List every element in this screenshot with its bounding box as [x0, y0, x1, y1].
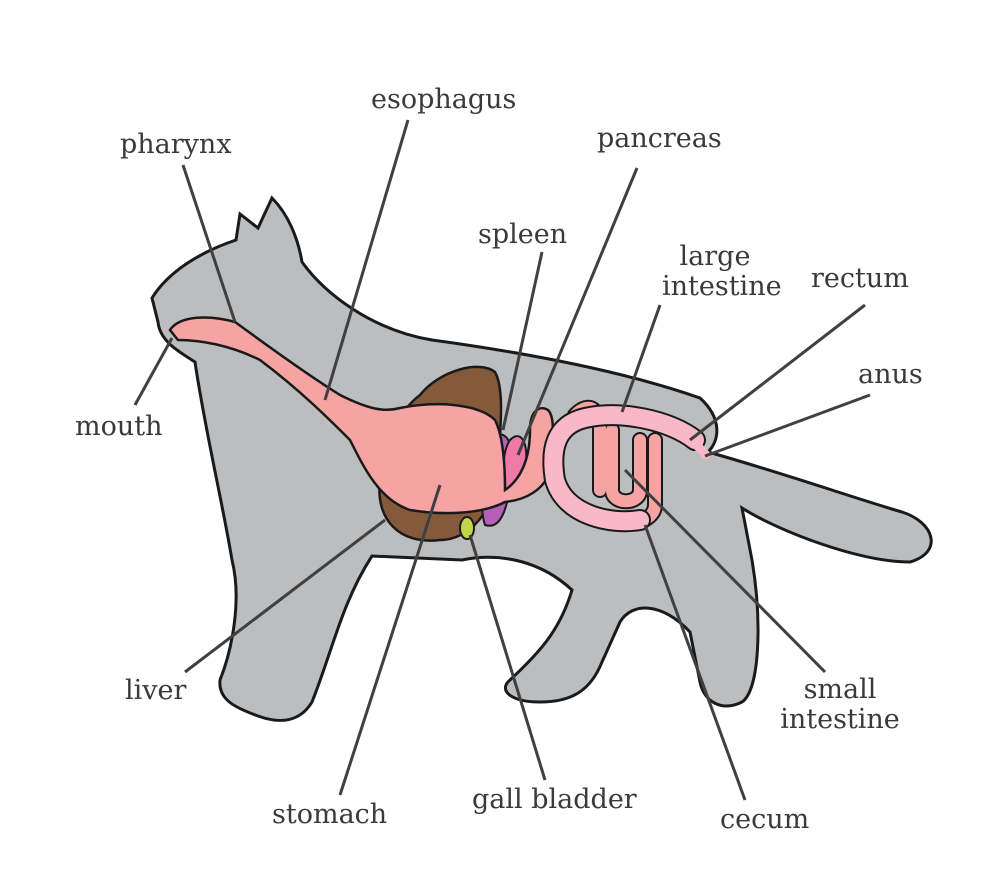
label-large-intestine-line1: large — [679, 241, 751, 272]
rectum-organ — [685, 433, 711, 460]
leader-liver — [184, 518, 386, 674]
label-mouth: mouth — [75, 411, 163, 442]
leader-large-intestine — [620, 304, 662, 413]
label-pharynx: pharynx — [120, 129, 232, 160]
label-esophagus: esophagus — [371, 84, 517, 115]
leader-spleen — [501, 251, 544, 431]
label-small-intestine: small intestine — [773, 675, 907, 735]
leader-mouth — [133, 337, 174, 406]
gall-bladder-organ — [459, 516, 475, 540]
leader-lines — [133, 119, 871, 801]
leader-anus — [704, 393, 871, 458]
label-large-intestine: large intestine — [662, 241, 782, 302]
leader-pharynx — [181, 164, 237, 323]
leader-esophagus — [323, 119, 410, 401]
label-pancreas: pancreas — [597, 123, 722, 154]
leader-rectum — [689, 303, 866, 442]
leader-gall-bladder — [468, 534, 547, 781]
label-rectum: rectum — [811, 263, 909, 294]
label-small-intestine-line2: intestine — [780, 704, 900, 735]
label-stomach: stomach — [272, 799, 388, 830]
label-spleen: spleen — [478, 219, 568, 250]
label-gall-bladder: gall bladder — [472, 784, 637, 815]
leader-pancreas — [516, 167, 639, 456]
label-small-intestine-line1: small — [803, 674, 877, 705]
leader-small-intestine — [623, 468, 827, 674]
label-cecum: cecum — [720, 804, 810, 835]
large-intestine-fill — [544, 406, 704, 531]
leader-stomach — [338, 484, 442, 796]
label-liver: liver — [125, 675, 187, 706]
leader-cecum — [643, 524, 747, 801]
label-large-intestine-line2: intestine — [662, 271, 782, 302]
label-anus: anus — [858, 359, 923, 390]
